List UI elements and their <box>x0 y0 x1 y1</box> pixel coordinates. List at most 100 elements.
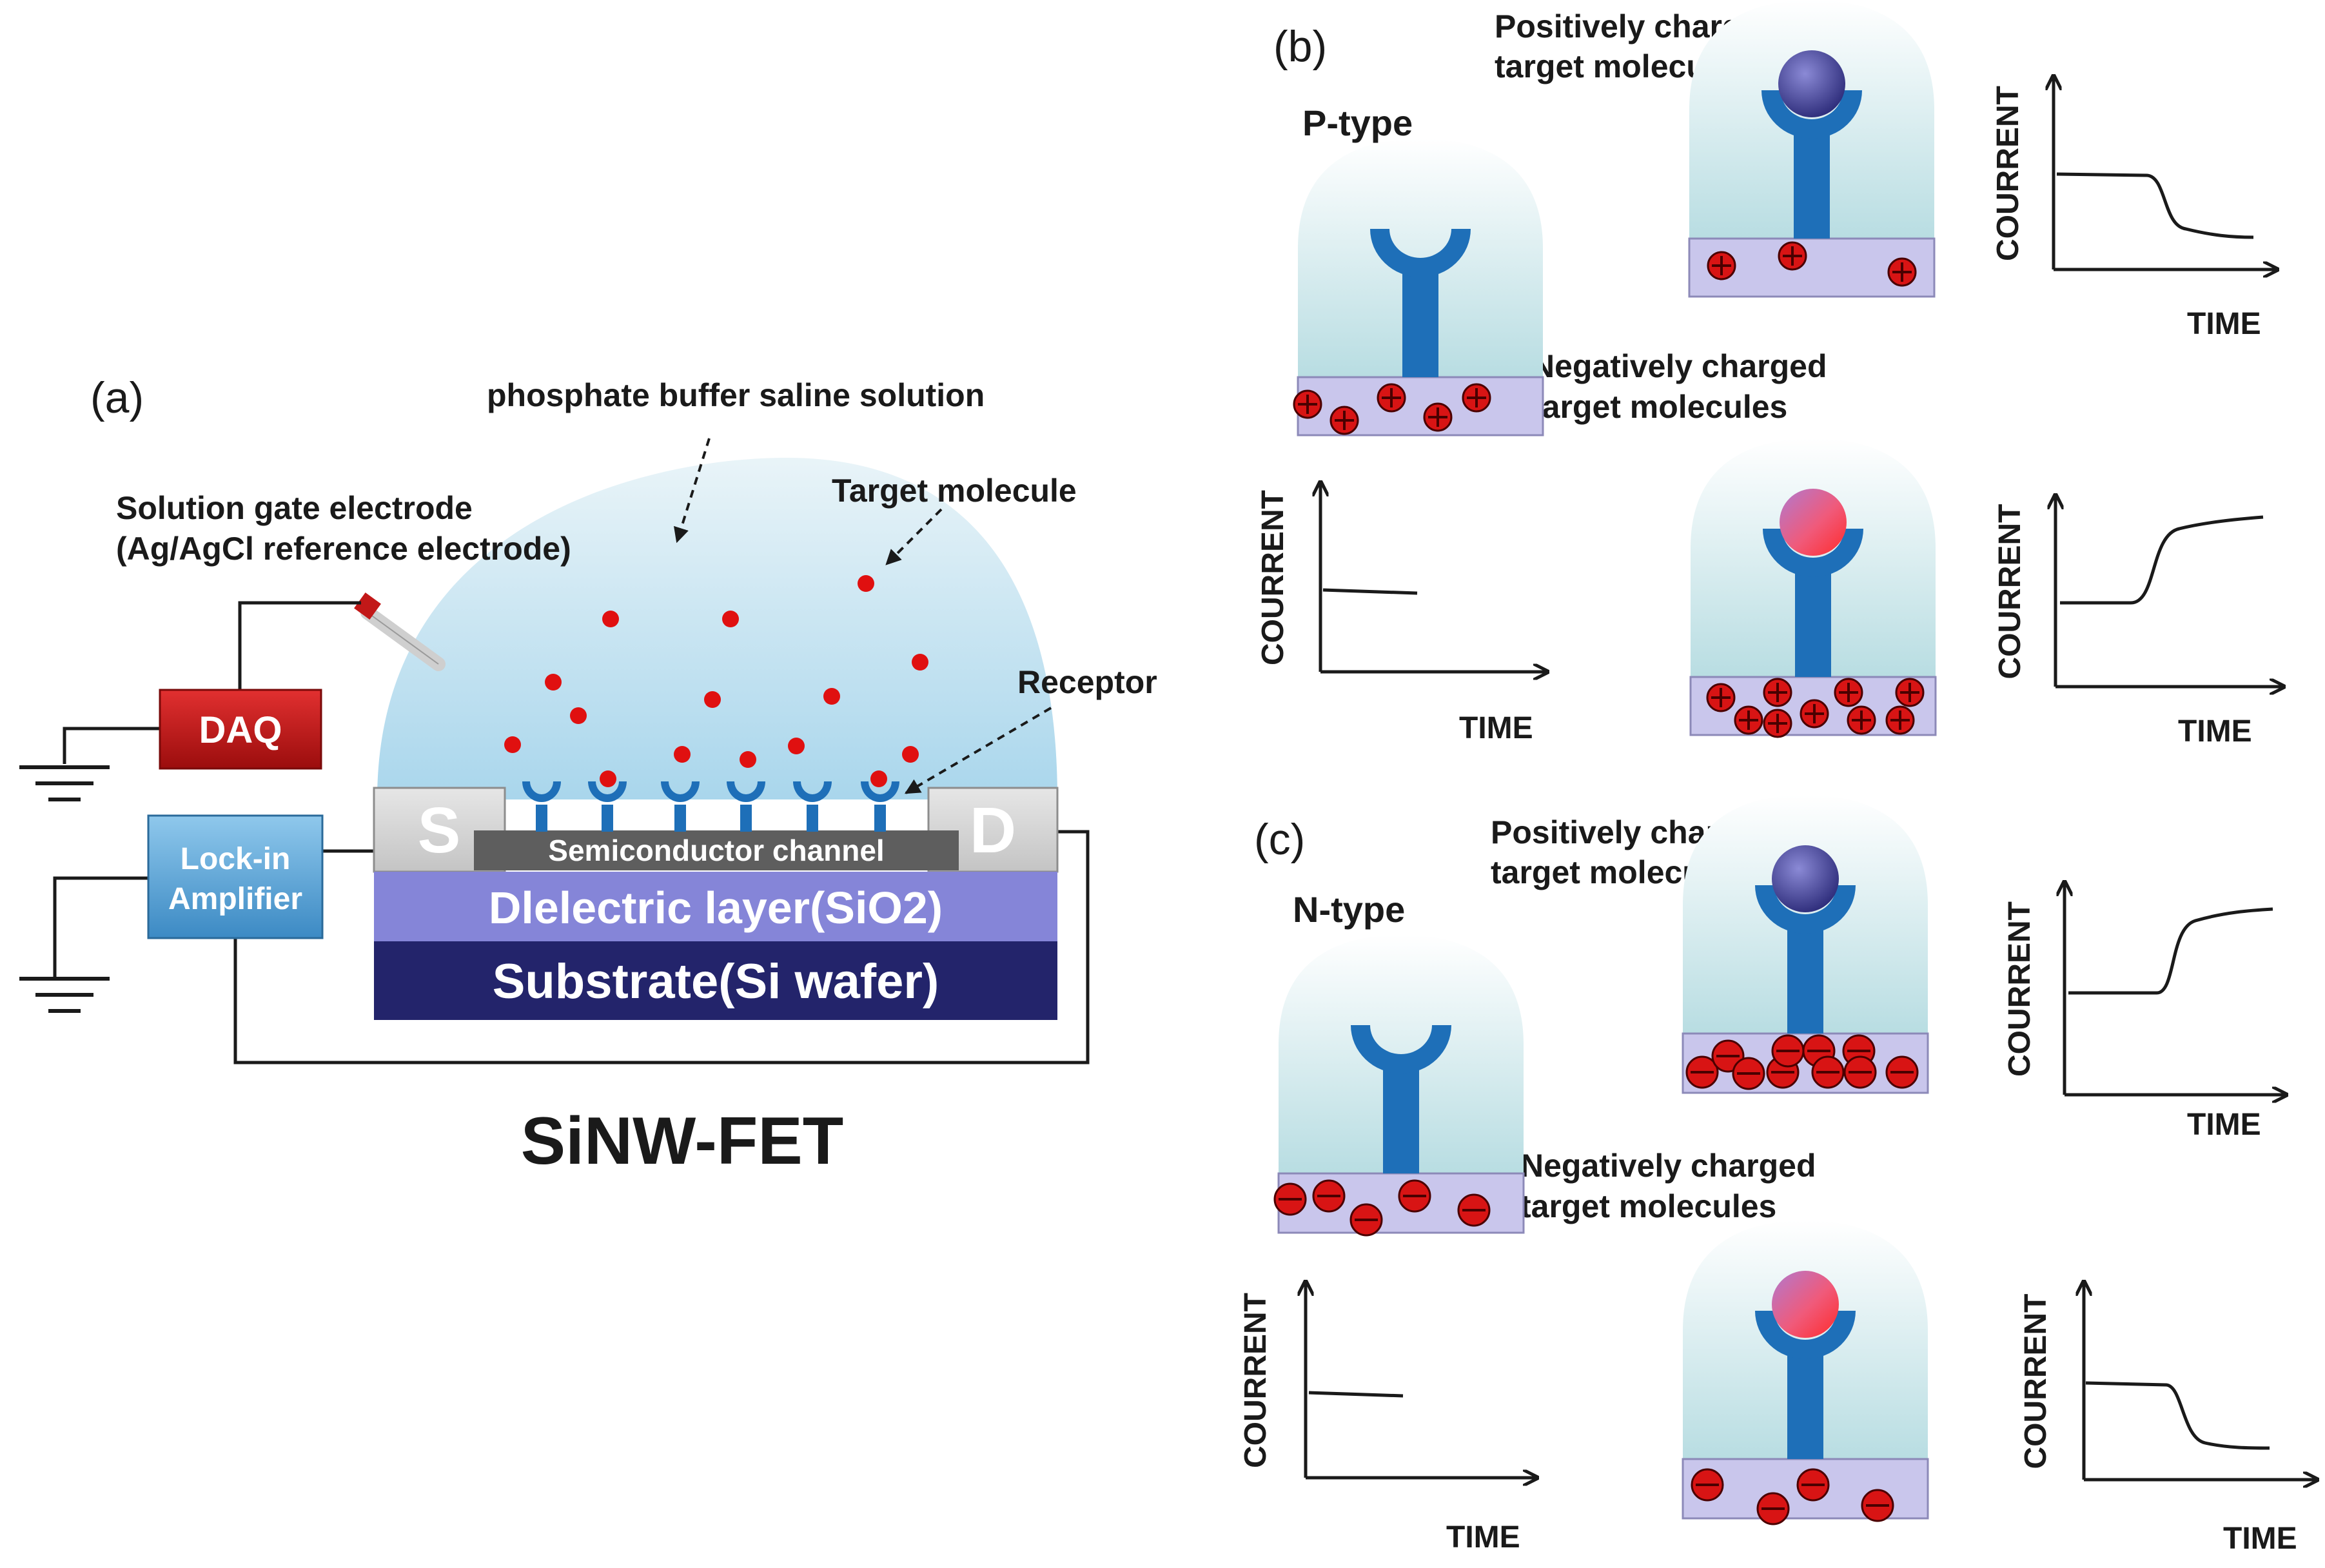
negative-charge-icon <box>1691 1468 1724 1502</box>
negative-charge-icon <box>1861 1489 1894 1522</box>
positive-charge-icon <box>1763 709 1792 738</box>
current-trace <box>2056 172 2254 239</box>
y-axis-label: COURRENT <box>1256 490 1290 665</box>
p-type-label: P-type <box>1302 103 1413 143</box>
sensor-cell <box>1682 1220 1929 1525</box>
receptor-icon <box>1755 1311 1856 1459</box>
positive-charge-icon <box>1423 402 1453 432</box>
panel-c-label: (c) <box>1254 815 1305 864</box>
receptor-icon <box>1755 885 1856 1034</box>
receptor-icon <box>1763 529 1863 677</box>
electrode-label-line1: Solution gate electrode <box>116 490 473 526</box>
negative-charge-icon <box>1796 1468 1830 1502</box>
negative-charge-icon <box>1685 1055 1719 1089</box>
receptor-arrow <box>904 707 1052 794</box>
target-molecule <box>504 736 521 753</box>
substrate-layer <box>374 941 1057 1020</box>
current-trace <box>2085 1381 2270 1450</box>
y-axis-label: COURRENT <box>1991 86 2025 261</box>
panel-a: (a) phosphate buffer saline solution Sol… <box>19 373 1157 1179</box>
target-molecule <box>570 707 587 724</box>
current-time-plots: COURRENT TIME COURRENT TIME COURRENT TIME COUR… <box>1239 77 2316 1556</box>
y-axis-label: COURRENT <box>2019 1294 2053 1469</box>
positive-charge-icon <box>1462 383 1491 413</box>
receptor-icon <box>588 781 627 832</box>
receptor-icon <box>1370 229 1471 377</box>
sensor-cell <box>1682 795 1929 1094</box>
negative-target-molecule <box>1778 50 1845 117</box>
positive-charge-icon <box>1895 678 1925 707</box>
dielectric-layer <box>374 872 1057 941</box>
drain-label: D <box>970 794 1016 867</box>
panel-b-label: (b) <box>1273 22 1327 71</box>
negative-charge-icon <box>1273 1182 1307 1216</box>
solution-arrow <box>673 438 711 544</box>
lock-in-amplifier-box <box>147 814 324 939</box>
positive-charge-icon <box>1847 705 1876 735</box>
sensor-cell <box>1293 139 1544 436</box>
target-molecule <box>602 611 619 627</box>
device-title: SiNW-FET <box>521 1104 844 1179</box>
dielectric-label: Dlelectric layer(SiO2) <box>489 883 943 933</box>
positive-charge-icon <box>1887 257 1917 287</box>
positive-charge-icon <box>1734 705 1763 735</box>
receptor-icon <box>793 781 832 832</box>
amplifier-label-line1: Lock-in <box>181 842 291 876</box>
solution-label: phosphate buffer saline solution <box>487 377 985 413</box>
negative-label-line2: target molecules <box>1520 1188 1776 1224</box>
receptor-icon <box>1761 90 1862 239</box>
x-axis-label: TIME <box>2187 307 2261 341</box>
receptor-icon <box>1351 1025 1451 1173</box>
target-molecule <box>704 691 721 708</box>
negative-charge-icon <box>1771 1034 1805 1068</box>
receptor-icon <box>861 781 899 832</box>
daq-box <box>159 689 322 770</box>
sensor-cell <box>1688 0 1936 298</box>
positive-charge-icon <box>1763 678 1792 707</box>
target-molecule <box>912 654 928 671</box>
panel-a-label: (a) <box>90 373 144 422</box>
positive-charge-icon <box>1377 383 1406 413</box>
sensor-cells <box>1273 0 1937 1525</box>
source-label: S <box>418 794 461 867</box>
positive-charge-icon <box>1885 705 1915 735</box>
negative-charge-icon <box>1843 1055 1877 1089</box>
x-axis-label: TIME <box>2178 714 2252 749</box>
receptor-icon <box>661 781 700 832</box>
positive-charge-icon <box>1800 699 1829 729</box>
channel-label: Semiconductor channel <box>548 834 884 867</box>
x-axis-label: TIME <box>2223 1522 2297 1556</box>
target-molecule <box>788 738 805 754</box>
negative-target-molecule <box>1772 845 1839 912</box>
negative-label-line1: Negatively charged <box>1531 348 1827 384</box>
negative-charge-icon <box>1312 1179 1346 1213</box>
electrode-tip <box>354 593 381 620</box>
target-molecule <box>545 674 562 691</box>
current-time-plot: COURRENT TIME <box>2019 1283 2316 1556</box>
positive-charge-icon <box>1707 251 1736 280</box>
negative-label-line2: target molecules <box>1531 389 1787 425</box>
negative-charge-icon <box>1756 1492 1790 1525</box>
current-trace <box>1322 588 1418 595</box>
ground-icon <box>19 765 110 801</box>
current-trace <box>2060 515 2264 605</box>
negative-charge-icon <box>1732 1057 1765 1090</box>
target-molecule-label: Target molecule <box>832 473 1077 509</box>
receptor-icon <box>522 781 561 832</box>
daq-label: DAQ <box>199 709 282 751</box>
target-molecule <box>858 575 874 592</box>
substrate-label: Substrate(Si wafer) <box>493 954 939 1009</box>
y-axis-label: COURRENT <box>2003 901 2037 1077</box>
negative-charge-icon <box>1811 1055 1845 1089</box>
ground-icon <box>19 977 110 1013</box>
x-axis-label: TIME <box>1446 1520 1520 1554</box>
negative-charge-icon <box>1349 1203 1383 1237</box>
negative-charge-icon <box>1457 1193 1491 1227</box>
current-trace <box>1308 1391 1404 1398</box>
target-molecule <box>870 770 887 787</box>
